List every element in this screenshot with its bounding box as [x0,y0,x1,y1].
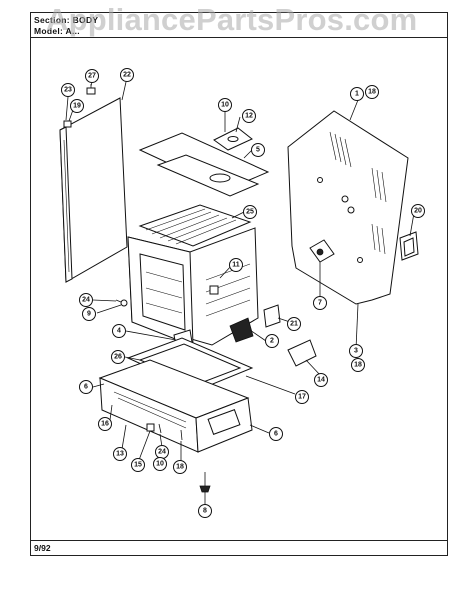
side-panel-part [59,97,128,283]
callout-16: 16 [98,417,112,431]
callout-7: 7 [313,296,327,310]
revision-date: 9/92 [34,543,51,553]
svg-text:8: 8 [203,508,207,515]
header-divider [30,37,448,38]
callout-12: 12 [242,109,256,123]
leveling-leg-part [199,472,211,493]
svg-text:24: 24 [82,297,90,304]
back-bracket-part [309,239,335,263]
svg-text:1: 1 [355,91,359,98]
callout-6-left: 6 [79,380,93,394]
svg-text:17: 17 [298,394,306,401]
callout-11: 11 [229,258,243,272]
watermark: AppliancePartsPros.com [46,2,418,37]
leader-lines [65,81,415,505]
callout-14: 14 [314,373,328,387]
cavity-bracket-parts [173,304,281,347]
callout-17: 17 [295,390,309,404]
back-panel-part [287,110,409,305]
callout-26: 26 [111,350,125,364]
callout-1: 1 [350,87,364,101]
svg-text:18: 18 [354,362,362,369]
callout-22: 22 [120,68,134,82]
svg-text:21: 21 [290,321,298,328]
svg-text:24: 24 [158,449,166,456]
callout-23: 23 [61,83,75,97]
callout-15: 15 [131,458,145,472]
svg-text:9: 9 [87,311,91,318]
callout-10-top: 10 [218,98,232,112]
callout-2: 2 [265,334,279,348]
callout-20: 20 [411,204,425,218]
svg-text:12: 12 [245,113,253,120]
top-bracket-part [213,122,253,151]
callout-19: 19 [70,99,84,113]
svg-text:20: 20 [414,208,422,215]
svg-text:18: 18 [368,89,376,96]
callout-25-top: 25 [243,205,257,219]
diagram-frame [30,12,448,556]
svg-text:5: 5 [256,147,260,154]
svg-text:2: 2 [270,338,274,345]
svg-text:16: 16 [101,421,109,428]
callout-18-top: 18 [365,85,379,99]
svg-text:6: 6 [84,384,88,391]
callout-5: 5 [251,143,265,157]
svg-text:4: 4 [117,328,121,335]
callout-8: 8 [198,504,212,518]
callout-6-right: 6 [269,427,283,441]
vent-block-part [399,231,419,261]
callout-21: 21 [287,317,301,331]
svg-text:15: 15 [134,462,142,469]
callout-10-bottom: 10 [153,457,167,471]
svg-text:27: 27 [88,73,96,80]
svg-text:7: 7 [318,300,322,307]
callout-24-mid: 24 [79,293,93,307]
svg-text:10: 10 [221,102,229,109]
model-label: Model: A... [34,26,80,36]
svg-text:22: 22 [123,72,131,79]
callout-27: 27 [85,69,99,83]
top-panel-part [138,132,270,197]
lower-bracket-part [287,339,317,367]
section-label: Section: BODY [34,15,99,25]
svg-text:11: 11 [232,262,240,269]
svg-text:18: 18 [176,464,184,471]
drawer-hardware-parts [146,423,183,441]
callout-9: 9 [82,307,96,321]
svg-text:10: 10 [156,461,164,468]
svg-text:3: 3 [354,348,358,355]
svg-text:26: 26 [114,354,122,361]
svg-text:25: 25 [246,209,254,216]
svg-text:14: 14 [317,377,325,384]
svg-text:6: 6 [274,431,278,438]
callout-24-bottom: 24 [155,445,169,459]
callout-3: 3 [349,344,363,358]
svg-text:13: 13 [116,451,124,458]
screw-part [115,299,128,307]
callout-18-bottom: 18 [173,460,187,474]
footer-divider [30,540,448,541]
drawer-base-part [98,359,253,453]
svg-text:23: 23 [64,87,72,94]
callout-4: 4 [112,324,126,338]
svg-text:19: 19 [73,103,81,110]
oven-cavity-part [127,227,259,347]
callout-13: 13 [113,447,127,461]
callout-18-mid: 18 [351,358,365,372]
insulation-part [138,204,252,247]
